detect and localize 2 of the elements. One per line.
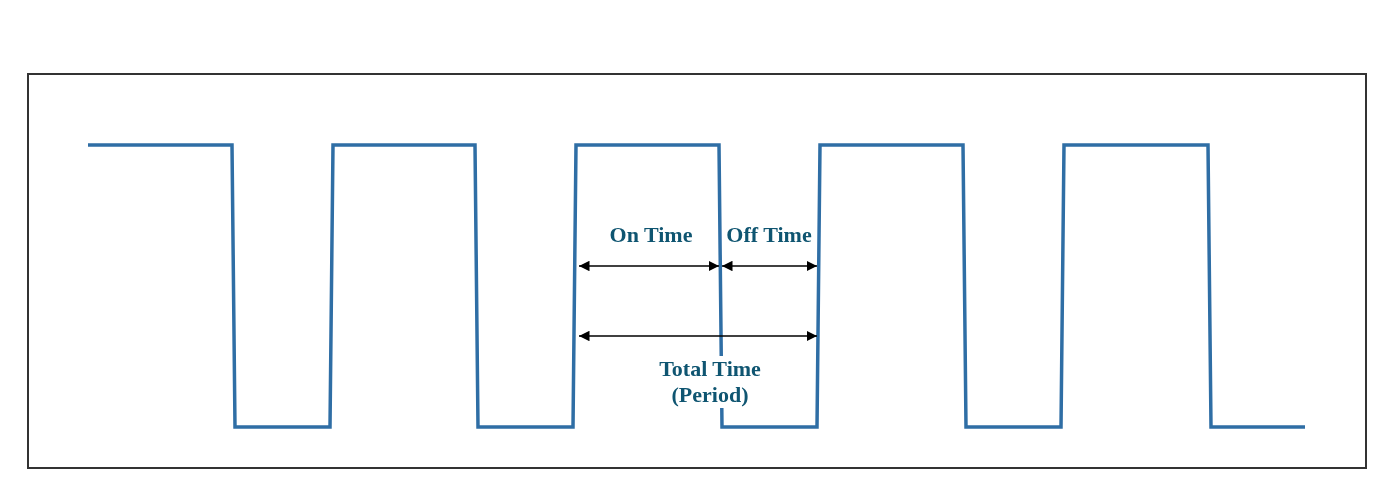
dimension-label: On Time — [609, 222, 693, 248]
dimension-label: Off Time — [726, 222, 812, 248]
